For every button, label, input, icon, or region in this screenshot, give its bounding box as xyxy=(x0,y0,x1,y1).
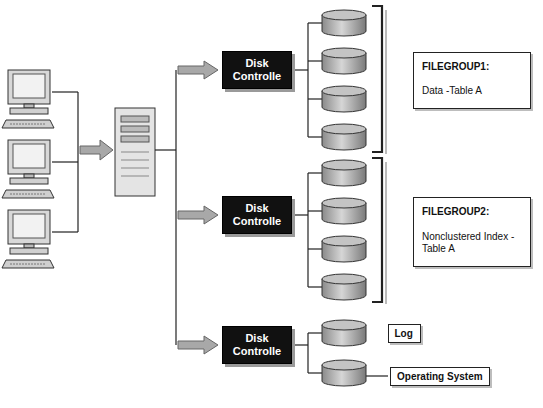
box-text: FILEGROUP2: xyxy=(422,206,522,219)
box-text: Data -Table A xyxy=(422,85,522,98)
group-bracket xyxy=(372,6,382,302)
controller-bus xyxy=(155,70,176,345)
os-box: Operating System xyxy=(390,367,490,386)
box-text: Nonclustered Index - Table A xyxy=(422,231,522,256)
box-text: Log xyxy=(395,328,414,339)
box-text: Operating System xyxy=(397,371,483,382)
box-text: Disk Controlle xyxy=(227,57,287,83)
disk-controller: Disk Controlle xyxy=(222,326,292,364)
disk-bus xyxy=(294,23,388,376)
filegroup-box: FILEGROUP1: Data -Table A xyxy=(413,52,531,109)
client-computer xyxy=(2,210,54,268)
box-text: Disk Controlle xyxy=(227,332,287,358)
disk-drive xyxy=(322,10,366,386)
server-tower xyxy=(115,108,155,196)
box-text: FILEGROUP1: xyxy=(422,61,522,74)
flow-arrow xyxy=(178,61,218,354)
network-wires xyxy=(52,92,78,232)
flow-arrow xyxy=(80,140,113,160)
disk-controller: Disk Controlle xyxy=(222,196,292,234)
box-text: Disk Controlle xyxy=(227,202,287,228)
filegroup-box: FILEGROUP2: Nonclustered Index - Table A xyxy=(413,197,531,267)
bracket-shadow xyxy=(385,10,387,304)
client-computer xyxy=(2,70,54,128)
client-computer xyxy=(2,140,54,198)
disk-controller: Disk Controlle xyxy=(222,51,292,89)
log-box: Log xyxy=(388,324,421,343)
